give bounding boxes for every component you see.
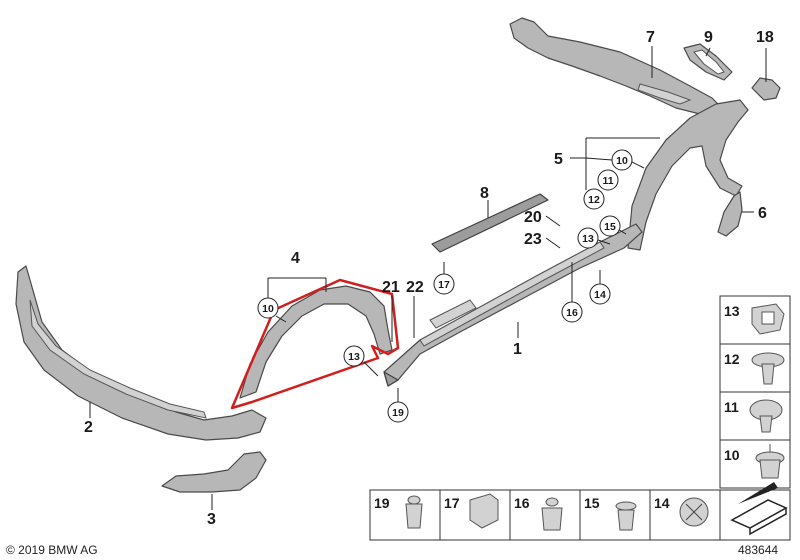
ring-callouts: 10 10 11 12 13 15 14 16 17 13 19 [257,149,633,423]
callout-3: 3 [207,511,216,528]
ring-callout-10-front: 10 [257,297,279,319]
ring-callout-17: 17 [433,273,455,295]
legend-label-19: 19 [374,495,390,511]
callout-6: 6 [758,205,767,222]
ring-callout-12: 12 [583,188,605,210]
callout-numbers: 1 2 3 4 5 6 7 8 9 18 20 23 21 22 [84,29,774,528]
svg-text:17: 17 [438,279,450,291]
part-8-strip [431,193,549,253]
svg-text:10: 10 [262,303,274,315]
part-18-cap [751,77,781,101]
callout-9: 9 [704,29,713,46]
legend-label-13: 13 [724,303,740,319]
fastener-15 [615,501,637,531]
callout-20: 20 [524,209,542,226]
svg-text:13: 13 [582,233,594,245]
part-3-trim [161,451,267,493]
svg-text:14: 14 [594,289,606,301]
legend-label-15: 15 [584,495,600,511]
svg-text:10: 10 [616,155,628,167]
part-5-rear-arch [627,99,749,251]
svg-text:11: 11 [602,175,613,187]
highlight-outline [230,278,400,410]
legend-label-12: 12 [724,351,740,367]
fastener-14 [679,497,709,527]
diagram-number: 483644 [738,543,778,557]
fastener-legend-column: 13 12 11 10 [719,295,791,489]
fastener-10-rivet [755,444,785,479]
part-1-sill [383,223,643,387]
ring-callout-13-rear: 13 [577,227,599,249]
svg-text:16: 16 [566,307,578,319]
leader-lines [89,46,767,510]
svg-text:15: 15 [604,221,616,233]
fastener-12-push-rivet [751,352,785,385]
ring-callout-10-rear: 10 [611,149,633,171]
fastener-11-clip [749,399,783,433]
ring-callout-19: 19 [387,401,409,423]
ring-callout-13-front: 13 [343,345,365,367]
legend-label-16: 16 [514,495,530,511]
generic-part-icon [730,482,788,536]
svg-text:19: 19 [392,407,404,419]
callout-8: 8 [480,185,489,202]
fastener-19 [405,495,423,529]
callout-1: 1 [513,341,522,358]
part-2-bumper-trim [15,265,267,441]
fastener-13-clip-nut [751,303,785,335]
part-6-moulding [717,191,743,237]
svg-text:12: 12 [588,194,600,206]
callout-4: 4 [291,250,300,267]
ring-callout-16: 16 [561,301,583,323]
part-9-bracket [683,43,733,81]
callout-5: 5 [554,151,563,168]
callout-23: 23 [524,231,542,248]
fastener-legend-row: 19 17 16 15 14 [369,482,791,541]
ring-callout-14: 14 [589,283,611,305]
svg-text:13: 13 [348,351,360,363]
callout-2: 2 [84,419,93,436]
callout-22: 22 [406,279,424,296]
legend-label-10: 10 [724,447,740,463]
legend-label-17: 17 [444,495,460,511]
part-7-rear-trim [509,17,723,115]
ring-callout-11: 11 [597,169,619,191]
fastener-16 [541,497,563,531]
copyright-text: © 2019 BMW AG [6,543,98,557]
ring-callout-15: 15 [599,215,621,237]
callout-7: 7 [646,29,655,46]
callout-21: 21 [382,279,400,296]
legend-label-14: 14 [654,495,670,511]
fastener-17 [469,493,499,529]
callout-18: 18 [756,29,774,46]
legend-label-11: 11 [724,399,739,415]
